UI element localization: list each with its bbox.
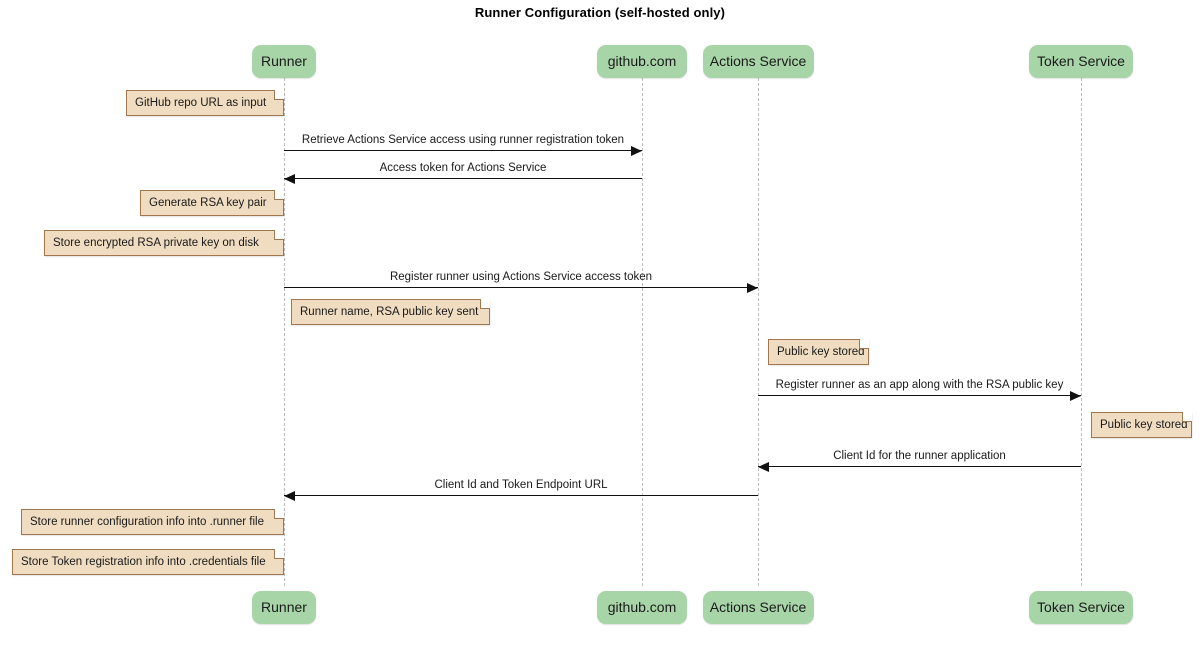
msg-register-app-label: Register runner as an app along with the… [775,379,1064,391]
note-generate-rsa: Generate RSA key pair [140,190,284,216]
msg-client-id-token-endpoint-arrowhead [284,490,295,501]
note-public-key-stored-actions: Public key stored [768,339,869,365]
msg-retrieve-actions-access-line [284,150,642,151]
lifeline-runner [284,78,285,586]
participant-label: Actions Service [709,53,807,69]
msg-client-id-token-endpoint-label: Client Id and Token Endpoint URL [434,479,608,491]
participant-runner-bottom[interactable]: Runner [252,591,316,624]
participant-runner-top[interactable]: Runner [252,45,316,78]
note-github-repo-url: GitHub repo URL as input [126,90,284,116]
participant-actions-top[interactable]: Actions Service [702,45,814,78]
note-text: Store runner configuration info into .ru… [30,516,264,528]
lifeline-github [642,78,643,586]
participant-token-top[interactable]: Token Service [1029,45,1133,78]
participant-token-bottom[interactable]: Token Service [1029,591,1133,624]
note-text: Public key stored [1100,419,1188,431]
msg-register-runner-line [284,287,758,288]
note-runner-name-pubkey: Runner name, RSA public key sent [291,299,490,325]
note-text: Runner name, RSA public key sent [300,306,479,318]
msg-client-id-runner-app-label: Client Id for the runner application [833,450,1006,462]
participant-label: Runner [261,599,307,615]
note-public-key-stored-token: Public key stored [1091,412,1192,438]
note-text: Store Token registration info into .cred… [21,556,266,568]
msg-register-runner-arrowhead [747,282,758,293]
lifeline-actions [758,78,759,586]
msg-client-id-runner-app-line [758,466,1081,467]
participant-label: github.com [607,53,677,69]
page-title: Runner Configuration (self-hosted only) [474,5,726,20]
lifeline-token [1081,78,1082,586]
msg-access-token-label: Access token for Actions Service [379,162,547,174]
msg-access-token-line [284,178,642,179]
participant-github-top[interactable]: github.com [597,45,687,78]
msg-access-token-arrowhead [284,173,295,184]
msg-retrieve-actions-access-label: Retrieve Actions Service access using ru… [301,134,625,146]
note-store-runner-config: Store runner configuration info into .ru… [21,509,284,535]
participant-label: Actions Service [709,599,807,615]
note-text: Store encrypted RSA private key on disk [53,237,259,249]
participant-github-bottom[interactable]: github.com [597,591,687,624]
participant-label: github.com [607,599,677,615]
msg-register-runner-label: Register runner using Actions Service ac… [389,271,653,283]
msg-client-id-token-endpoint-line [284,495,758,496]
msg-client-id-runner-app-arrowhead [758,461,769,472]
note-store-private-key: Store encrypted RSA private key on disk [44,230,284,256]
msg-register-app-line [758,395,1081,396]
participant-label: Token Service [1037,599,1125,615]
participant-label: Token Service [1037,53,1125,69]
note-store-token-registration: Store Token registration info into .cred… [12,549,284,575]
note-text: Generate RSA key pair [149,197,267,209]
msg-retrieve-actions-access-arrowhead [631,145,642,156]
note-text: Public key stored [777,346,865,358]
participant-actions-bottom[interactable]: Actions Service [702,591,814,624]
msg-register-app-arrowhead [1070,390,1081,401]
note-text: GitHub repo URL as input [135,97,267,109]
participant-label: Runner [261,53,307,69]
